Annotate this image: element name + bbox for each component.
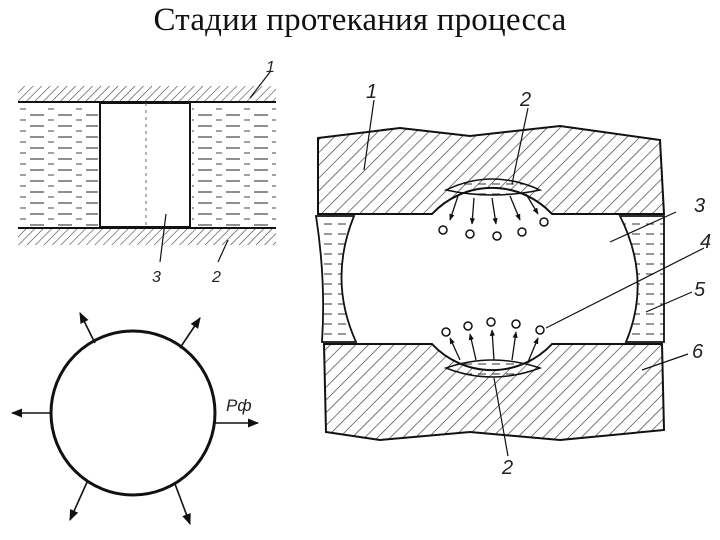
liquid-left — [18, 106, 98, 226]
liquid-lens-top — [443, 178, 543, 196]
liquid-lens-bottom — [443, 359, 543, 378]
bottom-wall — [18, 229, 276, 245]
label-3-left: 3 — [152, 269, 161, 286]
gas-column — [99, 102, 191, 228]
channel-figure: 1 2 3 — [18, 59, 276, 286]
cavity-figure: 1 2 3 4 5 6 2 — [314, 81, 711, 479]
liquid-side-left — [314, 215, 358, 343]
upper-wall — [317, 124, 666, 215]
label-2-left: 2 — [211, 269, 221, 286]
bubble-circle — [49, 329, 217, 497]
top-wall — [18, 86, 276, 102]
slide-title: Стадии протекания процесса — [153, 2, 567, 38]
pressure-label: Pф — [226, 396, 252, 415]
label-wall: 1 — [266, 59, 275, 76]
label-6-right: 6 — [692, 341, 704, 363]
label-5-right: 5 — [694, 279, 706, 301]
label-3-right: 3 — [694, 195, 705, 217]
label-2-bottom: 2 — [501, 457, 513, 479]
label-2-top: 2 — [519, 89, 531, 111]
bubble-figure: Pф — [10, 311, 260, 526]
label-4-right: 4 — [700, 231, 711, 253]
label-1-right: 1 — [366, 81, 377, 103]
liquid-right — [192, 106, 276, 226]
